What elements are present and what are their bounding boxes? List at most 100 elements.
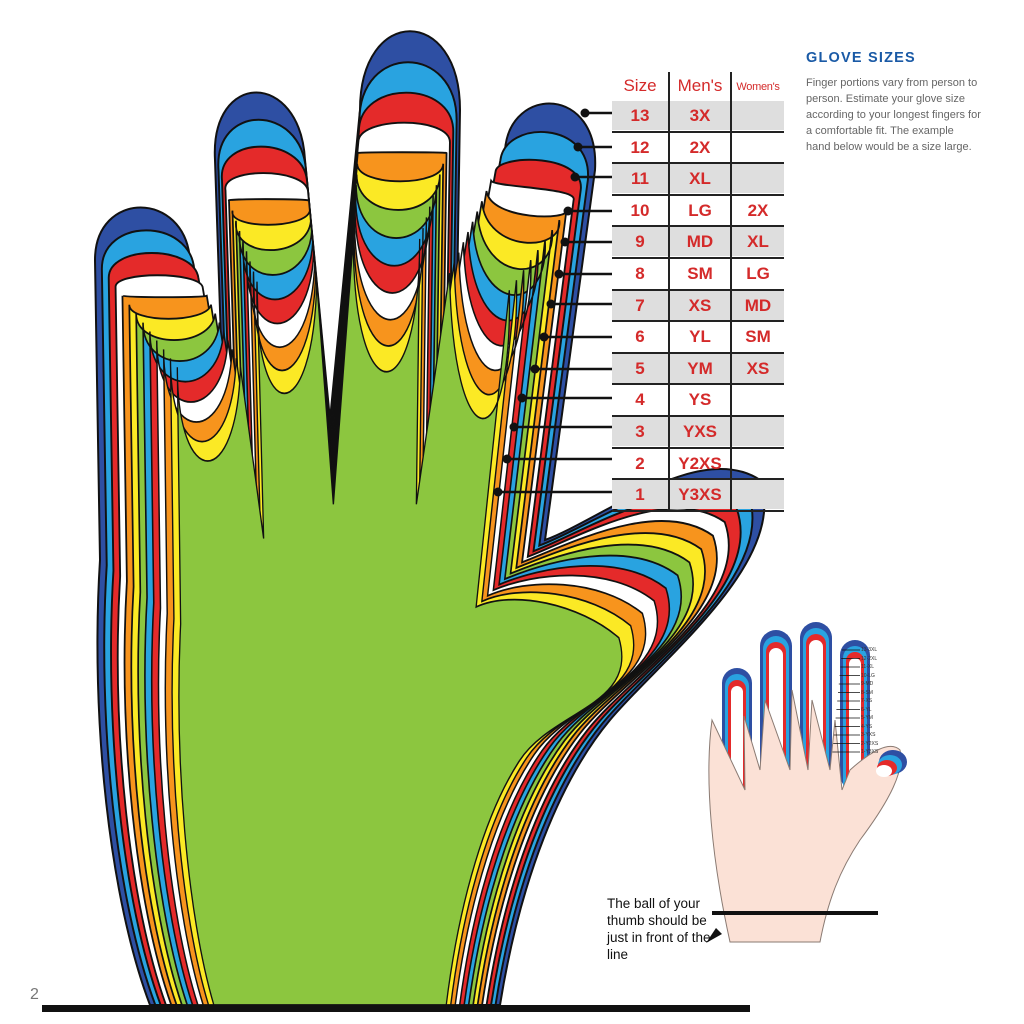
womens-cell: MD [744,295,772,315]
womens-cell: LG [746,264,770,283]
womens-cell [732,133,784,162]
example-size-label: 12-2XL [861,655,878,662]
size-pointer-dot [560,237,570,247]
size-table-row: 12 2X [612,133,784,162]
row-divider [612,288,784,291]
size-pointer-dot [573,142,583,152]
size-cell: 9 [635,232,645,252]
size-pointer-dot [530,364,540,374]
page-title: GLOVE SIZES [806,50,916,66]
size-cell: 6 [635,327,645,347]
womens-cell [732,480,784,509]
mens-cell: 3X [689,106,711,125]
womens-cell [732,417,784,446]
row-divider [612,130,784,133]
size-table-row: 10 LG 2X [612,196,784,225]
womens-cell [732,101,784,130]
mens-cell: 2X [689,137,711,157]
row-divider [612,351,784,354]
size-cell: 10 [630,200,650,220]
size-pointer-dot [509,422,519,432]
mens-cell: XL [689,169,711,189]
size-cell: 4 [635,390,645,410]
sizing-description: Finger portions vary from person to pers… [806,77,981,153]
size-pointer-dot [517,393,527,403]
mens-cell: YL [689,327,711,347]
size-table-row: 2 Y2XS [612,449,784,478]
header-size: Size [623,76,657,95]
size-cell: 13 [630,106,650,125]
size-cell: 12 [630,137,650,157]
mens-cell: MD [686,232,714,252]
size-table-row: 4 YS [612,385,784,414]
size-pointer-lines [493,108,612,497]
womens-cell: SM [745,327,771,347]
row-divider [612,509,784,512]
example-size-label: 9-MD [861,681,874,687]
mens-cell: SM [687,264,713,283]
size-table-row: 11 XL [612,164,784,194]
row-divider [612,257,784,259]
size-cell: 7 [635,295,645,315]
womens-cell: XL [747,232,769,252]
thumb-arrow-icon [706,928,722,943]
size-pointer-dot [570,172,580,182]
example-thumb-layer [876,765,892,777]
size-cell: 2 [635,453,645,473]
size-table-row: 5 YM XS [612,353,784,383]
example-size-label: 13-3XL [861,647,878,653]
mens-cell: YXS [682,422,718,441]
row-divider [612,193,784,196]
hand-layer-stack [93,30,766,1006]
example-size-label: 7-XS [861,698,873,704]
womens-cell: XS [746,358,770,378]
size-cell: 11 [631,169,649,189]
size-pointer-dot [493,487,503,497]
example-size-label: 4-YS [861,723,873,730]
example-size-label: 8-SM [861,689,873,696]
mens-cell: Y2XS [678,453,722,473]
size-cell: 3 [635,422,645,441]
mens-cell: YS [688,390,712,410]
column-divider [668,72,670,512]
size-cell: 1 [635,485,645,505]
womens-cell [732,164,784,193]
example-size-label: 1-Y3XS [861,749,879,755]
size-table-row: 1 Y3XS [612,480,784,510]
row-divider [612,478,784,481]
example-size-label: 2-Y2XS [861,740,879,747]
row-divider [612,320,784,323]
mens-cell: LG [688,200,712,220]
example-size-label: 3-YXS [861,732,876,738]
hand-layer-size-1 [176,238,623,1006]
example-hand-illustration [708,622,907,943]
mens-cell: Y3XS [678,485,722,505]
size-table-row: 9 MD XL [612,227,784,257]
size-table-row: 13 3X [612,101,784,130]
size-cell: 8 [635,264,645,283]
mens-cell: YM [687,358,713,378]
size-table-row: 8 SM LG [612,259,784,288]
size-pointer-dot [502,454,512,464]
size-table-header: Size Men's Women's [612,72,784,100]
womens-cell: 2X [747,200,769,220]
size-pointer-dot [539,332,549,342]
size-table-row: 6 YL SM [612,322,784,351]
size-pointer-dot [546,299,556,309]
size-pointer-dot [563,206,573,216]
size-table-row: 3 YXS [612,417,784,446]
womens-cell [732,385,784,414]
row-divider [612,383,784,386]
size-pointer-dot [554,269,564,279]
column-divider [730,72,732,512]
womens-cell [732,449,784,478]
baseline-bar [42,1005,750,1012]
example-size-label: 6-YL [861,706,872,713]
row-divider [612,162,784,165]
size-cell: 5 [635,358,645,378]
thumb-instruction-note: The ball of your thumb should be just in… [607,896,711,962]
row-divider [612,415,784,417]
